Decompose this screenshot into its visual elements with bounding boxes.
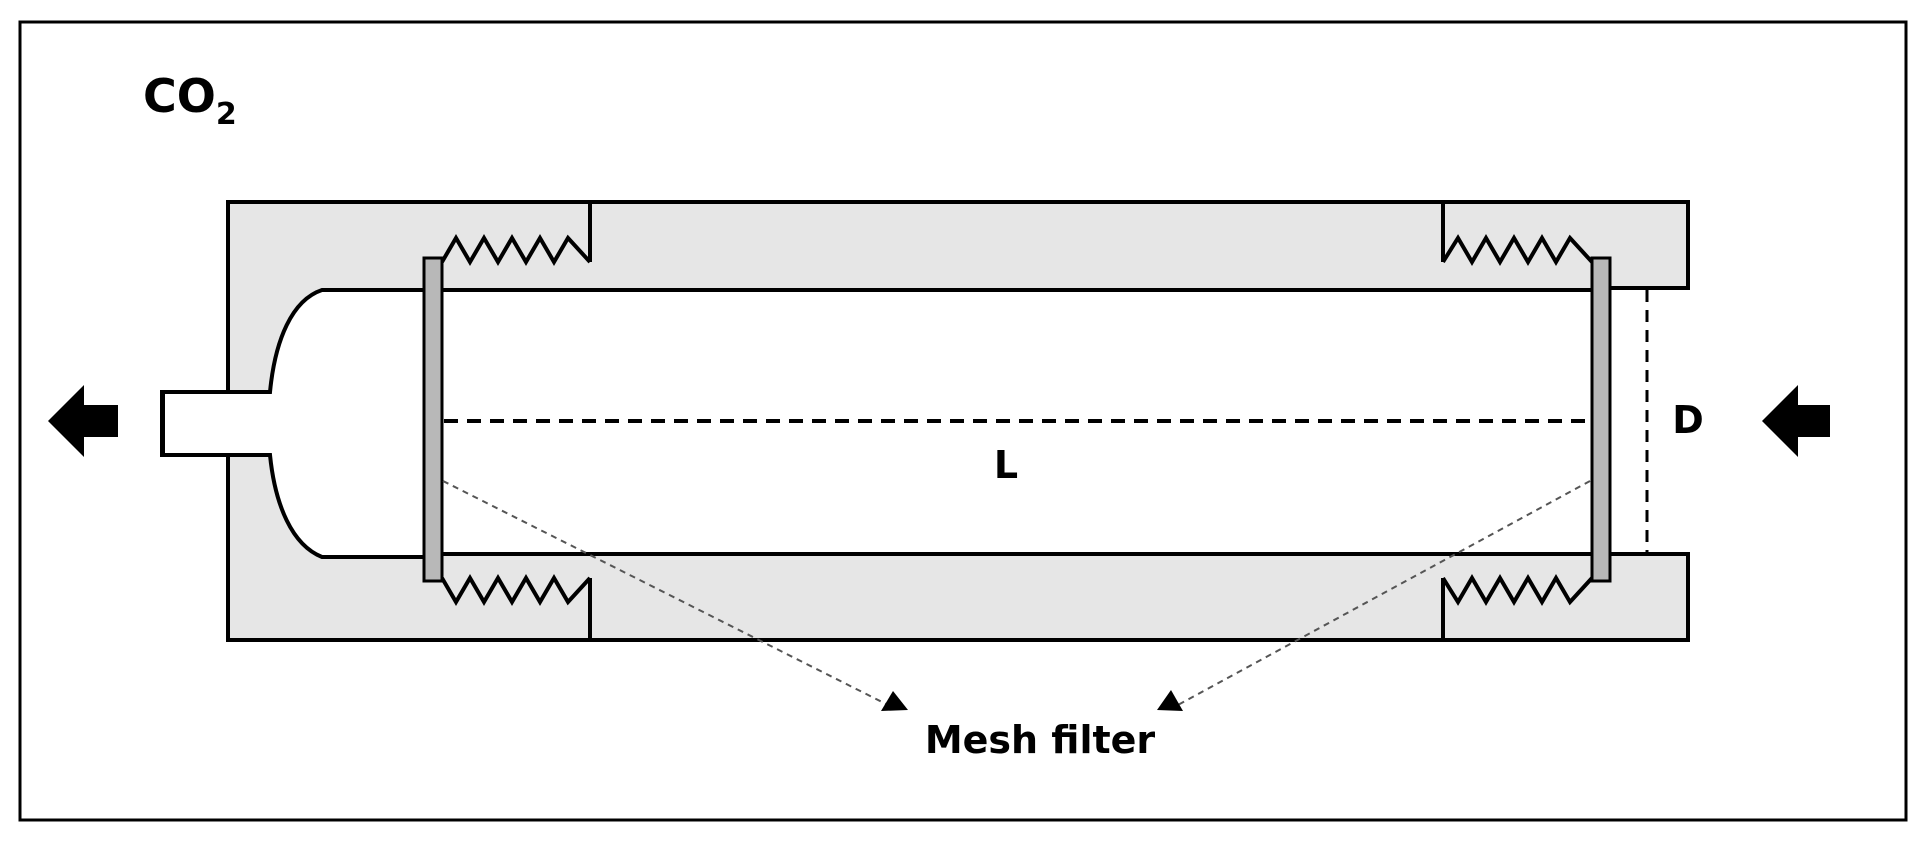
thread-bottom-left [440,574,592,606]
vessel-bore [432,290,1602,554]
length-label: L [994,443,1018,487]
mesh-leader-right [1175,480,1591,707]
thread-bottom-right [1441,574,1594,606]
thread-top-left [440,234,592,266]
outlet-flow-arrow-icon [48,385,118,457]
thread-top-right [1441,234,1594,266]
co2-label-main: CO [143,69,216,123]
co2-label-subscript: 2 [216,97,237,132]
mesh-leader-right-arrowhead-icon [1157,690,1183,711]
mesh-filter-right [1590,256,1612,583]
inlet-flow-arrow-icon [1762,385,1830,457]
mesh-filter-left [422,256,444,583]
mesh-leader-left-arrowhead-icon [881,691,908,711]
diameter-label: D [1672,398,1704,442]
outlet-nozzle-cavity [160,288,432,559]
co2-label: CO2 [143,69,237,132]
mesh-filter-label: Mesh filter [925,718,1156,762]
